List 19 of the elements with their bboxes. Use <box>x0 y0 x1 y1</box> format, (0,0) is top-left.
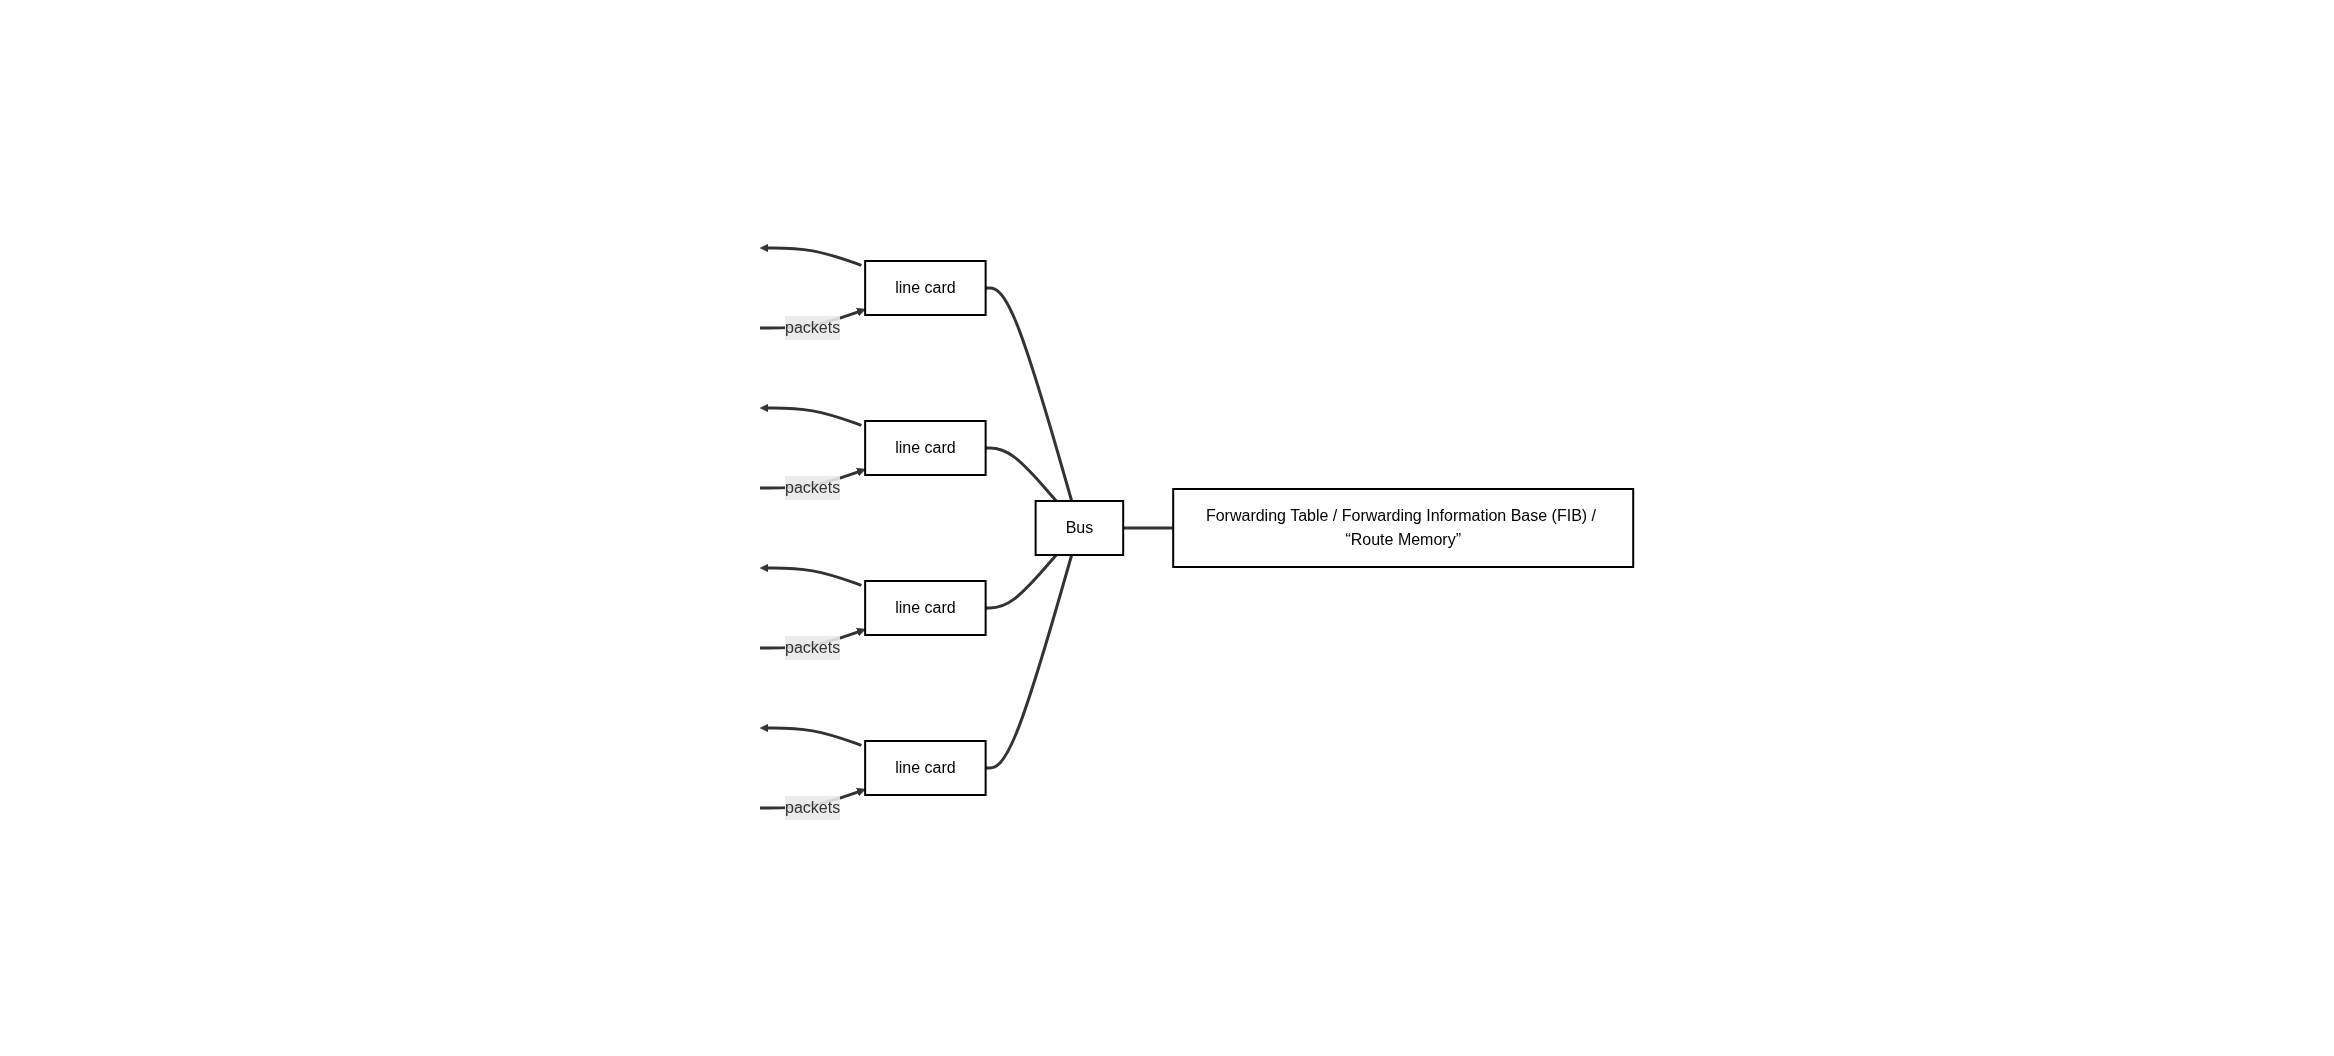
connector <box>986 286 1074 502</box>
edge-label: packets <box>785 639 841 656</box>
edge-label: packets <box>785 319 841 336</box>
connector <box>986 554 1058 610</box>
connector <box>986 554 1074 770</box>
arrow <box>760 563 863 587</box>
arrow <box>760 723 863 747</box>
connector <box>1123 526 1174 530</box>
edge-label: packets <box>785 799 841 816</box>
edge-label: packets <box>785 479 841 496</box>
node-box: Forwarding Table / Forwarding Information Base (FIB) / “Route Memory” <box>1172 488 1635 568</box>
arrow <box>760 403 863 427</box>
node-box: line card <box>864 740 987 796</box>
node-box: Bus <box>1035 500 1125 556</box>
arrow <box>760 243 863 267</box>
connector <box>986 446 1058 502</box>
node-box: line card <box>864 420 987 476</box>
node-box: line card <box>864 260 987 316</box>
node-box: line card <box>864 580 987 636</box>
